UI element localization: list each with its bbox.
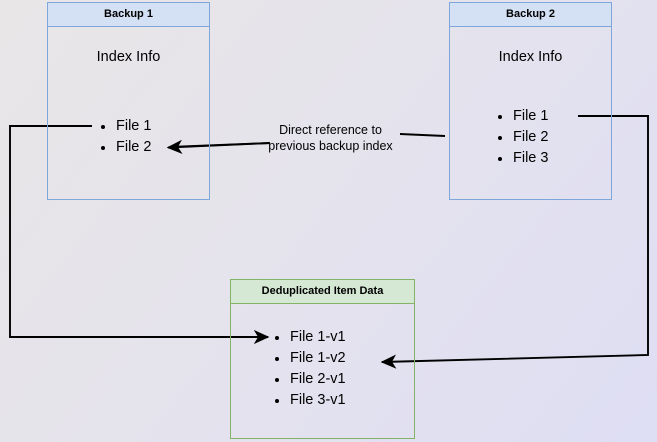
node-dedup-header: Deduplicated Item Data <box>231 280 414 304</box>
node-backup-1-header: Backup 1 <box>48 3 209 27</box>
list-item[interactable]: File 1 <box>99 116 151 137</box>
list-item[interactable]: File 2-v1 <box>273 369 346 390</box>
backup-2-index-info-label: Index Info <box>498 49 563 65</box>
dedup-file-list: File 1-v1 File 1-v2 File 2-v1 File 3-v1 <box>273 327 346 411</box>
list-item[interactable]: File 2 <box>99 137 151 158</box>
list-item[interactable]: File 2 <box>496 127 548 148</box>
node-backup-2-header: Backup 2 <box>450 3 611 27</box>
list-item[interactable]: File 3 <box>496 148 548 169</box>
node-deduplicated-item-data[interactable]: Deduplicated Item Data File 1-v1 File 1-… <box>230 279 415 439</box>
node-backup-2[interactable]: Backup 2 Index Info File 1 File 2 File 3 <box>449 2 612 200</box>
list-item[interactable]: File 1-v1 <box>273 327 346 348</box>
node-backup-1[interactable]: Backup 1 Index Info File 1 File 2 <box>47 2 210 200</box>
list-item[interactable]: File 1-v2 <box>273 348 346 369</box>
list-item[interactable]: File 3-v1 <box>273 390 346 411</box>
edge-label-direct-reference: Direct reference to previous backup inde… <box>268 123 393 153</box>
backup-2-file-list: File 1 File 2 File 3 <box>496 106 548 169</box>
node-backup-1-body: Index Info File 1 File 2 <box>48 27 209 199</box>
list-item[interactable]: File 1 <box>496 106 548 127</box>
node-dedup-body: File 1-v1 File 1-v2 File 2-v1 File 3-v1 <box>231 304 414 438</box>
node-backup-2-body: Index Info File 1 File 2 File 3 <box>450 27 611 199</box>
backup-1-file-list: File 1 File 2 <box>99 116 151 158</box>
backup-1-index-info-label: Index Info <box>96 49 161 65</box>
